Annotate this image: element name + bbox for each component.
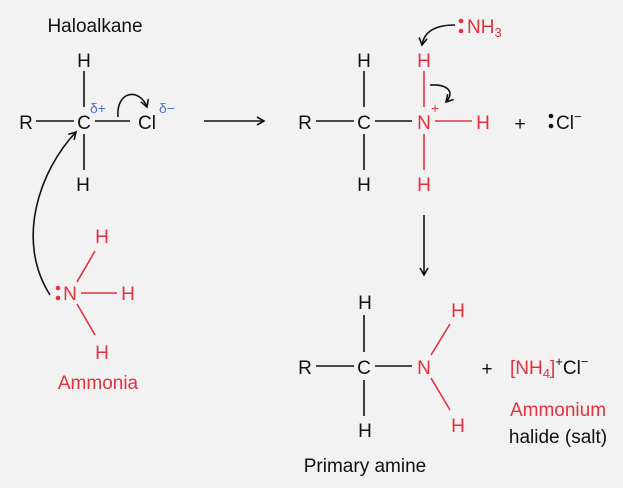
bond: [76, 250, 96, 283]
curved-arrow-icon: [429, 84, 454, 104]
ammonia-molecule: N H H H Ammonia: [32, 130, 139, 394]
atom-r: R: [19, 113, 33, 134]
atom-h: H: [95, 227, 109, 248]
chloride-ion: Cl−: [556, 109, 582, 134]
ammonium-label: Ammonium: [510, 400, 606, 421]
atom-h: H: [417, 51, 431, 72]
subscript: 3: [494, 25, 501, 40]
atom-h: H: [357, 51, 371, 72]
cl-text: Cl: [556, 113, 574, 134]
formula-part: Cl: [563, 358, 581, 379]
lone-pair-dot: [55, 285, 61, 291]
curved-arrow-icon: [418, 24, 456, 47]
plus-sign: +: [481, 359, 492, 380]
lone-pair-dot: [55, 295, 61, 301]
lone-pair-dot: [458, 28, 464, 34]
atom-c: C: [357, 358, 371, 379]
charge: −: [574, 109, 582, 124]
bond: [430, 323, 451, 356]
intermediate-molecule: R C N + H H H H H NH3 + Cl−: [298, 17, 581, 196]
subscript: 4: [543, 366, 550, 381]
product-molecule: R C N H H H H Primary amine + [NH4]+Cl− …: [298, 293, 607, 477]
atom-h: H: [476, 113, 490, 134]
delta-plus: δ+: [90, 100, 106, 116]
charge: +: [555, 354, 563, 369]
haloalkane-molecule: R C Cl H H δ+ δ−: [19, 51, 175, 196]
atom-cl: Cl: [138, 113, 156, 134]
atom-h: H: [451, 301, 465, 322]
formula-part: [NH: [510, 358, 543, 379]
atom-h: H: [121, 284, 135, 305]
atom-n: N: [417, 113, 431, 134]
ammonia-label: Ammonia: [58, 373, 139, 394]
atom-h: H: [451, 416, 465, 437]
bond: [430, 377, 451, 411]
atom-r: R: [298, 358, 312, 379]
atom-h: H: [358, 293, 372, 314]
nh-text: NH: [467, 17, 494, 38]
lone-pair-dot: [548, 113, 554, 119]
atom-c: C: [77, 113, 91, 134]
charge: −: [581, 354, 589, 369]
atom-h: H: [95, 343, 109, 364]
lone-pair-dot: [458, 18, 464, 24]
lone-pair-dot: [548, 123, 554, 129]
atom-h: H: [417, 175, 431, 196]
ammonium-halide-formula: [NH4]+Cl−: [510, 354, 588, 381]
n-charge: +: [431, 100, 439, 116]
atom-h: H: [357, 175, 371, 196]
atom-r: R: [298, 113, 312, 134]
curved-arrow-icon: [117, 93, 150, 118]
attacking-ammonia: NH3: [467, 17, 502, 40]
haloalkane-title: Haloalkane: [47, 16, 142, 37]
atom-h: H: [358, 421, 372, 442]
atom-h-top: H: [77, 51, 91, 72]
halide-salt-label: halide (salt): [509, 427, 607, 448]
primary-amine-label: Primary amine: [304, 456, 426, 477]
atom-c: C: [357, 113, 371, 134]
delta-minus: δ−: [159, 100, 175, 116]
atom-n: N: [63, 284, 77, 305]
curved-arrow-icon: [32, 130, 78, 296]
atom-h-bottom: H: [76, 175, 90, 196]
plus-sign: +: [514, 114, 525, 135]
atom-n: N: [417, 358, 431, 379]
formula-part: ]: [550, 358, 555, 379]
bond: [76, 303, 96, 336]
